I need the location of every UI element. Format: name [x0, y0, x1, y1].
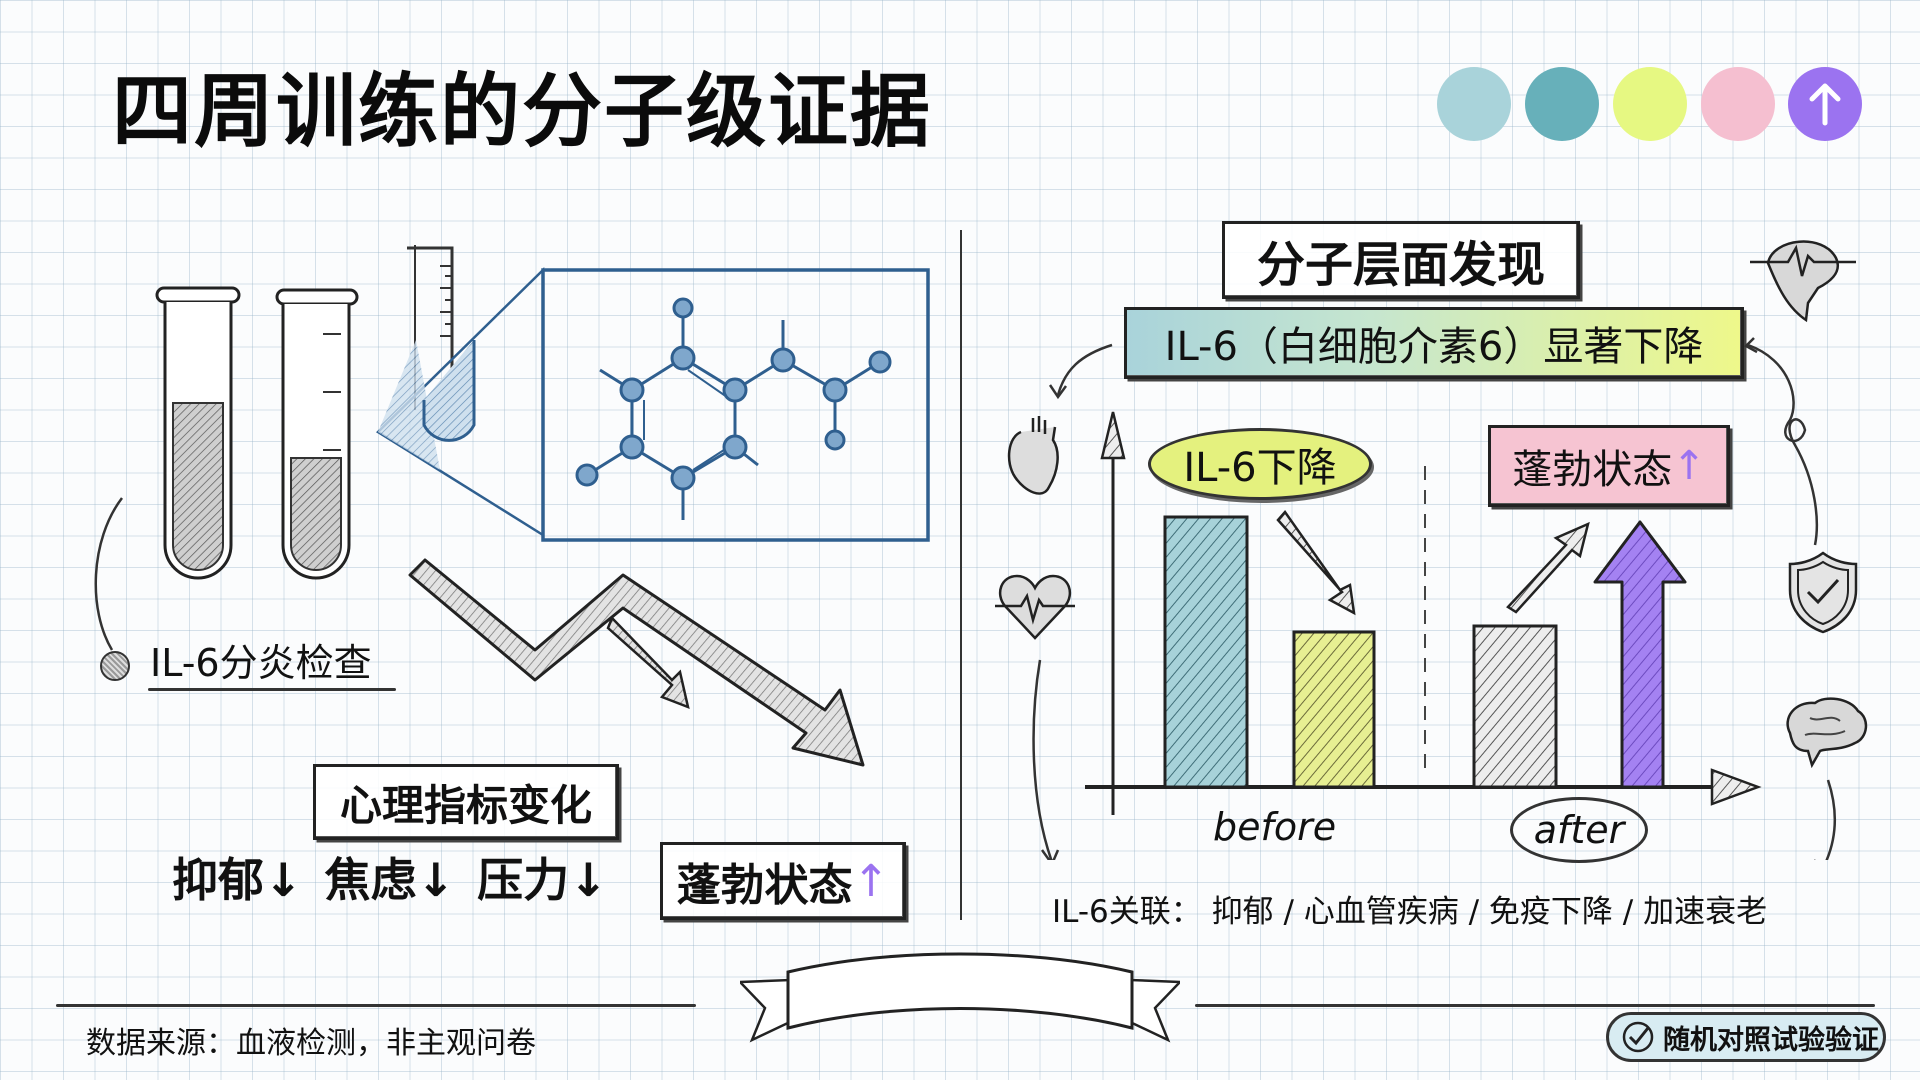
bar-state-after: [1593, 520, 1687, 789]
test-label-underline: [148, 688, 396, 691]
test-bullet-icon: [100, 651, 130, 681]
bar-state-before: [1472, 624, 1558, 789]
test-tube-icon: [155, 286, 241, 580]
stress-metric: 压力↓: [477, 853, 608, 907]
bar-chart: [1032, 337, 1837, 860]
rct-badge: 随机对照试验验证: [1606, 1012, 1886, 1062]
erection-state-box-right: 蓬勃状态↑: [1488, 425, 1730, 507]
test-tube-icon: [275, 288, 359, 580]
il6-decrease-bubble: IL-6下降: [1148, 428, 1372, 500]
ribbon-banner-icon: [740, 952, 1180, 1043]
arrow-up-icon: [1809, 83, 1841, 126]
palette-dot-teal: [1525, 67, 1599, 141]
palette-dot-light-teal: [1437, 67, 1511, 141]
x-label-after: after: [1510, 797, 1648, 863]
purple-up-arrow-icon: ↑: [1672, 443, 1706, 489]
section-title-box: 分子层面发现: [1222, 221, 1580, 299]
psych-title-box: 心理指标变化: [313, 764, 619, 840]
bar-il6-after: [1292, 630, 1376, 789]
il6-banner-text: IL-6（白细胞介素6）显著下降: [1164, 324, 1704, 370]
page-title: 四周训练的分子级证据: [112, 65, 932, 158]
lab-illustration: [94, 245, 930, 767]
anatomical-heart-icon: [1007, 416, 1059, 495]
rct-badge-text: 随机对照试验验证: [1663, 1024, 1879, 1056]
shield-check-icon: [1788, 551, 1858, 634]
il6-association: IL-6关联： 抑郁 / 心血管疾病 / 免疫下降 / 加速衰老: [1052, 894, 1768, 930]
zigzag-down-arrow-icon: [408, 558, 865, 767]
psych-title: 心理指标变化: [339, 780, 592, 830]
data-source: 数据来源：血液检测，非主观问卷: [86, 1026, 536, 1061]
brain-pulse-icon: [1750, 240, 1856, 323]
psych-items: 抑郁↓ 焦虑↓ 压力↓: [172, 852, 608, 908]
palette-dot-purple[interactable]: [1788, 67, 1862, 141]
purple-up-arrow-icon: ↑: [852, 855, 890, 907]
molecule-frame: [541, 268, 930, 542]
palette-dot-lime: [1613, 67, 1687, 141]
section-title: 分子层面发现: [1256, 237, 1545, 293]
erection-state-label: 蓬勃状态: [676, 860, 853, 911]
x-label-before: before: [1213, 805, 1337, 849]
brain-icon: [1786, 697, 1868, 768]
anxiety-metric: 焦虑↓: [324, 853, 456, 907]
il6-banner: IL-6（白细胞介素6）显著下降: [1124, 307, 1744, 379]
depression-metric: 抑郁↓: [172, 853, 303, 907]
erection-state-box-left: 蓬勃状态↑: [660, 842, 906, 920]
palette-dot-pink: [1701, 67, 1775, 141]
bar-il6-before: [1163, 515, 1249, 789]
il6-test-label: IL-6分炎检查: [150, 641, 372, 685]
check-circle-icon: [1622, 1021, 1654, 1053]
heartbeat-icon: [995, 574, 1075, 640]
molecule-icon: [575, 297, 892, 520]
erection-state-text: 蓬勃状态: [1512, 447, 1673, 493]
section-divider: [960, 230, 962, 920]
il6-decrease-text: IL-6下降: [1183, 445, 1337, 491]
footer-line-left: [56, 1004, 696, 1007]
footer-line-right: [1195, 1004, 1875, 1007]
